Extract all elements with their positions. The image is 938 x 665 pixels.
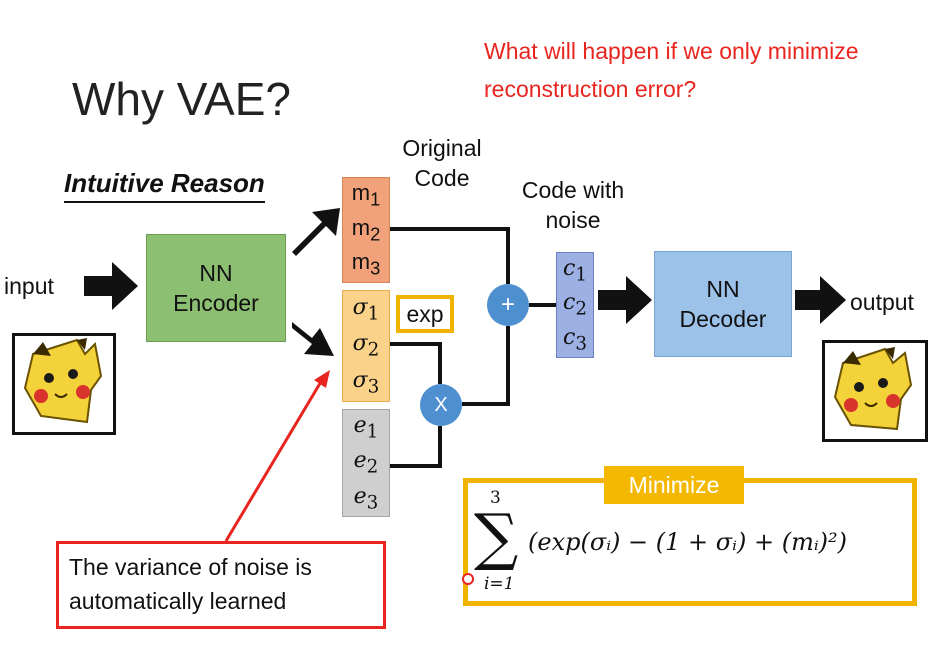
m-to-plus-line [390, 227, 510, 284]
pointer-dot [462, 573, 474, 585]
sigma1: σ1 [352, 294, 380, 325]
m1: m1 [351, 180, 381, 210]
pikachu-input-icon [23, 338, 103, 424]
input-image [12, 333, 116, 435]
question-text: What will happen if we only minimize rec… [484, 38, 859, 102]
e3: e3 [353, 483, 379, 514]
output-label: output [850, 289, 914, 315]
sum-lower-limit: i=1 [484, 574, 515, 594]
sigma3: σ3 [352, 367, 380, 398]
noise-note-arrow [224, 379, 324, 542]
decoder-line1: NN [706, 276, 740, 302]
e2: e2 [353, 448, 379, 478]
encoder-to-sigma-arrow [292, 322, 334, 356]
e1: e1 [353, 412, 379, 443]
c2: c2 [563, 290, 587, 320]
intuitive-reason-heading: Intuitive Reason [64, 168, 265, 203]
output-arrow [795, 276, 846, 324]
pikachu-output-icon [833, 347, 913, 431]
sum-upper-limit: 3 [490, 488, 501, 508]
decoder-line2: Decoder [679, 306, 767, 332]
sigma-to-times-line [390, 342, 442, 384]
encoder-line2: Encoder [173, 290, 259, 316]
sigma-vector: σ1 σ2 σ3 [342, 290, 390, 402]
times-to-plus-line [462, 326, 510, 406]
nn-encoder-block: NN Encoder [146, 234, 286, 342]
original-code-label: Original Code [384, 133, 500, 193]
nn-decoder-block: NN Decoder [654, 251, 792, 357]
minimize-expression: (exp(σᵢ) − (1 + σᵢ) + (mᵢ)²) [528, 528, 848, 556]
times-operator: X [420, 384, 462, 426]
encoder-to-m-arrow [292, 208, 340, 256]
input-arrow [84, 262, 138, 310]
exp-label: exp [396, 295, 454, 333]
sigma2: σ2 [352, 331, 380, 361]
c1: c1 [563, 255, 587, 286]
m3: m3 [351, 249, 381, 279]
e-to-times-line [390, 426, 442, 468]
summation-symbol: ∑ [474, 500, 519, 573]
plus-operator: + [487, 284, 529, 326]
noise-note-box: The variance of noise is automatically l… [56, 541, 386, 629]
encoder-line1: NN [199, 260, 233, 286]
m-vector: m1 m2 m3 [342, 177, 390, 283]
output-image [822, 340, 928, 442]
c-to-decoder-arrow [598, 276, 652, 324]
original-code-line1: Original [402, 135, 482, 161]
slide-title: Why VAE? [72, 73, 291, 125]
c3: c3 [563, 324, 587, 355]
input-label: input [4, 273, 54, 299]
e-vector: e1 e2 e3 [342, 409, 390, 517]
noise-note-arrowhead [314, 370, 330, 388]
minimize-tag: Minimize [604, 466, 744, 504]
code-with-noise-line2: noise [545, 207, 601, 233]
code-with-noise-label: Code with noise [500, 175, 646, 235]
code-with-noise-line1: Code with [521, 177, 625, 203]
c-vector: c1 c2 c3 [556, 252, 594, 358]
m2: m2 [351, 214, 381, 245]
original-code-line2: Code [414, 165, 470, 191]
